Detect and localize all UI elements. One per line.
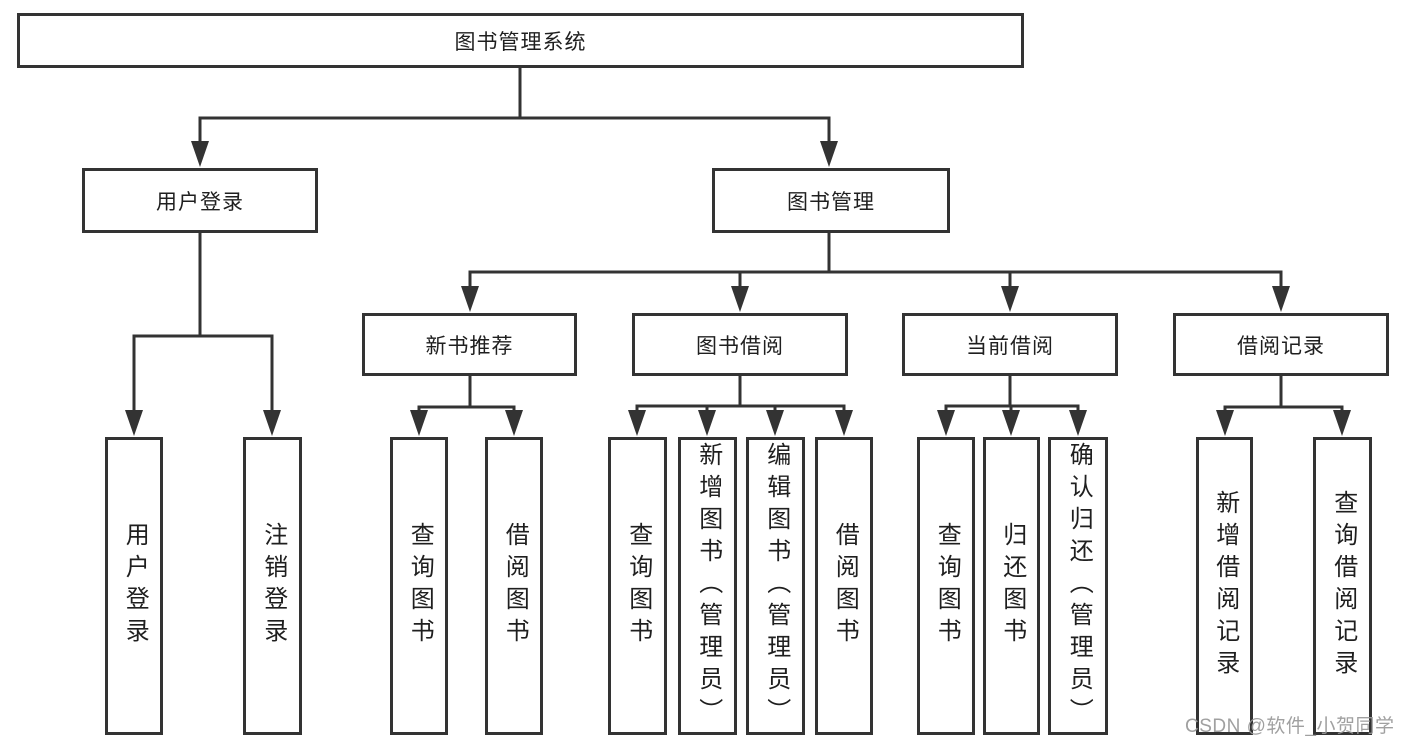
arrowhead-icon	[125, 410, 143, 436]
leaf-return-books: 归还图书	[983, 437, 1040, 735]
arrowhead-icon	[731, 286, 749, 312]
leaf-user-login: 用户登录	[105, 437, 163, 735]
leaf-add-books-admin: 新增图书（管理员）	[678, 437, 737, 735]
arrowhead-icon	[191, 141, 209, 167]
leaf-query-books-current: 查询图书	[917, 437, 975, 735]
leaf-query-books-borrow: 查询图书	[608, 437, 667, 735]
leaf-borrow-books: 借阅图书	[815, 437, 873, 735]
arrowhead-icon	[1002, 410, 1020, 436]
arrowhead-icon	[1216, 410, 1234, 436]
arrowhead-icon	[698, 410, 716, 436]
arrowhead-icon	[820, 141, 838, 167]
arrowhead-icon	[628, 410, 646, 436]
arrowhead-icon	[937, 410, 955, 436]
leaf-add-borrow-record: 新增借阅记录	[1196, 437, 1253, 735]
node-user-login: 用户登录	[82, 168, 318, 233]
leaf-query-borrow-record: 查询借阅记录	[1313, 437, 1372, 735]
arrowhead-icon	[766, 410, 784, 436]
node-book-management: 图书管理	[712, 168, 950, 233]
leaf-borrow-books-recommend: 借阅图书	[485, 437, 543, 735]
node-new-book-recommend: 新书推荐	[362, 313, 577, 376]
leaf-edit-books-admin: 编辑图书（管理员）	[746, 437, 805, 735]
node-book-borrow: 图书借阅	[632, 313, 848, 376]
arrowhead-icon	[410, 410, 428, 436]
leaf-query-books-recommend: 查询图书	[390, 437, 448, 735]
node-borrow-records: 借阅记录	[1173, 313, 1389, 376]
watermark: CSDN @软件_小贺同学	[1185, 716, 1395, 737]
arrowhead-icon	[1069, 410, 1087, 436]
arrowhead-icon	[1333, 410, 1351, 436]
arrowhead-icon	[1001, 286, 1019, 312]
node-current-borrow: 当前借阅	[902, 313, 1118, 376]
leaf-confirm-return-admin: 确认归还（管理员）	[1048, 437, 1108, 735]
arrowhead-icon	[505, 410, 523, 436]
arrowhead-icon	[835, 410, 853, 436]
arrowhead-icon	[461, 286, 479, 312]
node-library-management-system: 图书管理系统	[17, 13, 1024, 68]
leaf-logout: 注销登录	[243, 437, 302, 735]
arrowhead-icon	[263, 410, 281, 436]
arrowhead-icon	[1272, 286, 1290, 312]
